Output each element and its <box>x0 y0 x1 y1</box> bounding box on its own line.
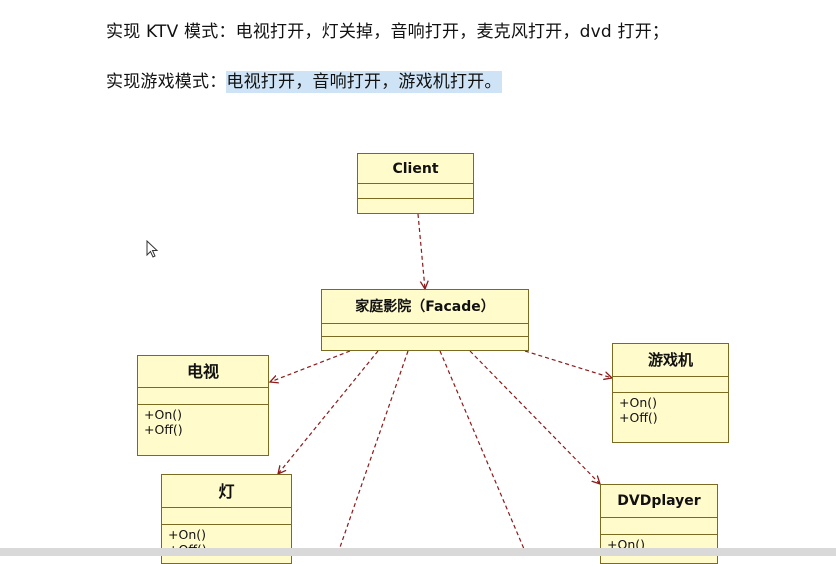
class-game-console-operations: +On() +Off() <box>613 393 728 425</box>
class-light-attributes <box>162 508 291 525</box>
class-tv: 电视 +On() +Off() <box>137 355 269 456</box>
arrow-facade-to-offscreen-right <box>439 350 528 556</box>
class-game-op-off: +Off() <box>619 410 658 425</box>
class-facade-attributes <box>322 324 528 337</box>
class-tv-operations: +On() +Off() <box>138 405 268 437</box>
arrow-facade-to-tv <box>270 350 351 382</box>
class-dvdplayer-attributes <box>601 518 717 535</box>
highlighted-selection: 电视打开，音响打开，游戏机打开。 <box>226 71 502 93</box>
game-mode-prefix: 实现游戏模式： <box>106 72 227 92</box>
class-client-attributes <box>358 184 473 199</box>
bottom-scroll-edge <box>0 548 836 556</box>
class-client: Client <box>357 153 474 214</box>
class-tv-op-off: +Off() <box>144 422 183 437</box>
arrow-facade-to-game <box>524 350 612 378</box>
arrow-facade-to-dvd <box>469 350 600 484</box>
ktv-mode-description: 实现 KTV 模式：电视打开，灯关掉，音响打开，麦克风打开，dvd 打开； <box>106 22 670 42</box>
class-light-name: 灯 <box>162 475 291 508</box>
game-mode-description: 实现游戏模式：电视打开，音响打开，游戏机打开。 <box>106 67 502 93</box>
class-game-op-on: +On() <box>619 395 657 410</box>
class-facade: 家庭影院（Facade） <box>321 289 529 351</box>
class-tv-attributes <box>138 388 268 405</box>
class-game-console-attributes <box>613 377 728 393</box>
arrow-facade-to-offscreen-left <box>336 350 409 556</box>
arrow-facade-to-light <box>278 350 379 474</box>
class-tv-op-on: +On() <box>144 407 182 422</box>
arrow-client-to-facade <box>417 213 425 289</box>
class-dvdplayer-name: DVDplayer <box>601 485 717 518</box>
class-game-console-name: 游戏机 <box>613 344 728 377</box>
class-client-name: Client <box>358 154 473 184</box>
mouse-pointer-icon <box>146 240 159 258</box>
class-game-console: 游戏机 +On() +Off() <box>612 343 729 443</box>
class-light-op-on: +On() <box>168 527 206 542</box>
class-tv-name: 电视 <box>138 356 268 388</box>
class-facade-name: 家庭影院（Facade） <box>322 290 528 324</box>
